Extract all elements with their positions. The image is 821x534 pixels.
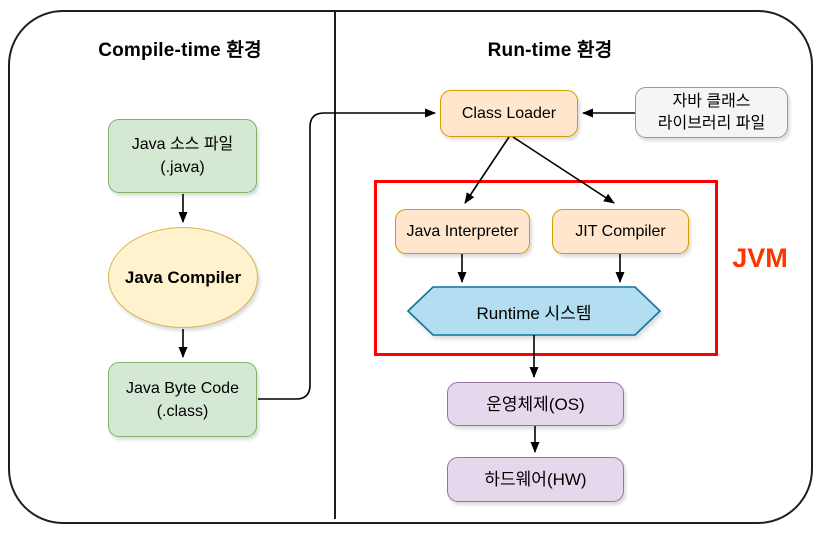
java-class-library-label-line2: 라이브러리 파일	[657, 114, 766, 132]
runtime-system-label: Runtime 시스템	[476, 303, 592, 323]
hardware-label: 하드웨어(HW)	[484, 470, 587, 489]
node-java-byte-code: Java Byte Code (.class)	[108, 362, 257, 437]
operating-system-label: 운영체제(OS)	[486, 394, 585, 414]
java-interpreter-label: Java Interpreter	[406, 223, 519, 240]
compile-time-panel-title: Compile-time 환경	[98, 40, 262, 61]
java-class-library-label-line1: 자바 클래스	[672, 92, 751, 110]
diagram-outer-frame	[8, 10, 813, 524]
java-compiler-label: Java Compiler	[124, 267, 242, 287]
node-java-compiler: Java Compiler	[108, 227, 258, 328]
class-loader-label: Class Loader	[461, 105, 557, 122]
java-source-file-label-line1: Java 소스 파일	[131, 136, 234, 153]
node-jit-compiler: JIT Compiler	[552, 209, 689, 254]
java-byte-code-label-line1: Java Byte Code	[126, 379, 239, 397]
java-byte-code-label-line2: (.class)	[156, 402, 209, 420]
jvm-group-label: JVM	[732, 243, 788, 273]
jit-compiler-label: JIT Compiler	[575, 223, 666, 240]
panel-divider-line	[334, 11, 336, 519]
run-time-panel-title: Run-time 환경	[487, 40, 613, 61]
node-operating-system: 운영체제(OS)	[447, 382, 624, 426]
node-hardware: 하드웨어(HW)	[447, 457, 624, 502]
node-runtime-system: Runtime 시스템	[433, 287, 635, 335]
node-java-interpreter: Java Interpreter	[395, 209, 530, 254]
node-class-loader: Class Loader	[440, 90, 578, 137]
java-source-file-label-line2: (.java)	[160, 159, 205, 176]
node-java-class-library: 자바 클래스 라이브러리 파일	[635, 87, 788, 138]
node-java-source-file: Java 소스 파일 (.java)	[108, 119, 257, 193]
